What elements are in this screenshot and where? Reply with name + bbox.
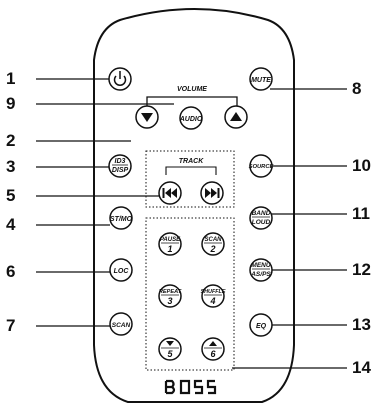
track-group-frame [145,150,235,208]
shuffle-label: SHUFFLE [201,289,226,295]
preset-5-label: 5 [167,349,173,359]
callout-11: 11 [352,204,370,223]
up-arrow-icon [209,341,217,346]
pause-label: PAUSE [160,237,181,243]
next-track-button[interactable] [200,181,224,205]
preset-6-label: 6 [210,349,216,359]
stmo-button[interactable]: ST/MO [109,206,133,230]
menu-asps-button[interactable]: MENU AS/PS [249,258,273,282]
loc-button[interactable]: LOC [109,258,133,282]
previous-track-button[interactable] [158,181,182,205]
previous-track-icon [162,188,177,198]
band-label: BAND [252,210,271,217]
callout-5: 5 [6,186,16,205]
callout-2: 2 [6,131,16,150]
callout-12: 12 [352,260,371,279]
callout-13: 13 [352,315,371,334]
preset-3-repeat-button[interactable]: REPEAT 3 [158,284,182,308]
callout-8: 8 [352,79,362,98]
next-track-icon [205,188,220,198]
power-button[interactable] [108,67,132,91]
scan-label: SCAN [112,322,131,329]
callout-14: 14 [352,358,371,377]
preset-6-up-button[interactable]: 6 [201,337,225,361]
repeat-label: REPEAT [159,289,182,295]
source-button[interactable]: SOURCE [249,154,275,178]
disp-label: DISP [112,167,129,174]
id3-label: ID3 [115,158,126,165]
loud-label: LOUD [252,219,271,226]
down-arrow-icon [166,341,174,346]
leader-lines [36,78,347,369]
track-bracket [165,166,217,175]
preset-2-label: 2 [209,244,215,254]
volume-label: VOLUME [177,86,207,93]
callout-1: 1 [6,69,16,88]
eq-button[interactable]: EQ [249,313,273,337]
callout-3: 3 [6,157,16,176]
preset-5-down-button[interactable]: 5 [158,337,182,361]
volume-up-icon [230,112,242,121]
volume-down-button[interactable] [135,105,159,129]
loc-label: LOC [114,268,130,275]
mute-button[interactable]: MUTE [249,67,273,91]
menu-label: MENU [251,262,270,269]
callout-10: 10 [352,156,371,175]
asps-label: AS/PS [250,271,271,278]
scan-button[interactable]: SCAN [109,312,133,336]
callout-6: 6 [6,262,16,281]
track-label: TRACK [179,158,204,165]
id3-disp-button[interactable]: ID3 DISP [108,154,132,178]
preset-1-pause-button[interactable]: PAUSE 1 [158,232,182,256]
volume-down-icon [141,113,153,122]
callout-4: 4 [6,215,16,234]
preset-3-label: 3 [167,296,172,306]
callout-7: 7 [6,316,16,335]
preset-group-frame [145,217,235,371]
volume-bracket [146,96,238,106]
preset-4-shuffle-button[interactable]: SHUFFLE 4 [201,284,226,308]
callout-9: 9 [6,94,16,113]
boss-logo [164,379,217,395]
preset-1-label: 1 [167,244,172,254]
mute-label: MUTE [251,77,271,84]
eq-label: EQ [256,323,267,330]
band-loud-button[interactable]: BAND LOUD [249,206,273,230]
stmo-label: ST/MO [110,216,133,223]
preset-4-label: 4 [209,296,215,306]
audio-button[interactable]: AUDIO [179,106,203,130]
source-label: SOURCE [249,164,275,170]
preset-2-scan-button[interactable]: SCAN 2 [201,232,225,256]
volume-up-button[interactable] [224,105,248,129]
scan-preset-label: SCAN [204,237,222,243]
power-icon [113,71,127,87]
audio-label: AUDIO [179,116,203,123]
